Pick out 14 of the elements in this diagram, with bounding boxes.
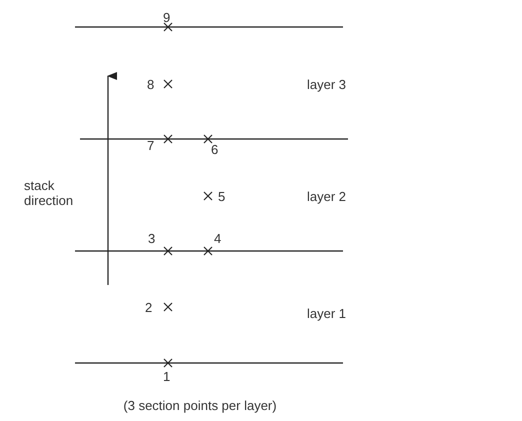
point-number: 8 [147,77,154,92]
point-number: 1 [163,369,170,384]
point-number: 7 [147,138,154,153]
axis-label: stack direction [24,178,74,208]
point-number: 6 [211,142,218,157]
point-number: 4 [214,231,222,246]
point-number: 2 [145,300,152,315]
point-number: 5 [218,189,226,204]
point-number: 3 [148,231,156,246]
layer-label: layer 2 [307,189,346,204]
layer-label: layer 3 [307,77,346,92]
point-number: 9 [163,10,170,25]
layer-label: layer 1 [307,306,346,321]
caption: (3 section points per layer) [123,398,277,413]
